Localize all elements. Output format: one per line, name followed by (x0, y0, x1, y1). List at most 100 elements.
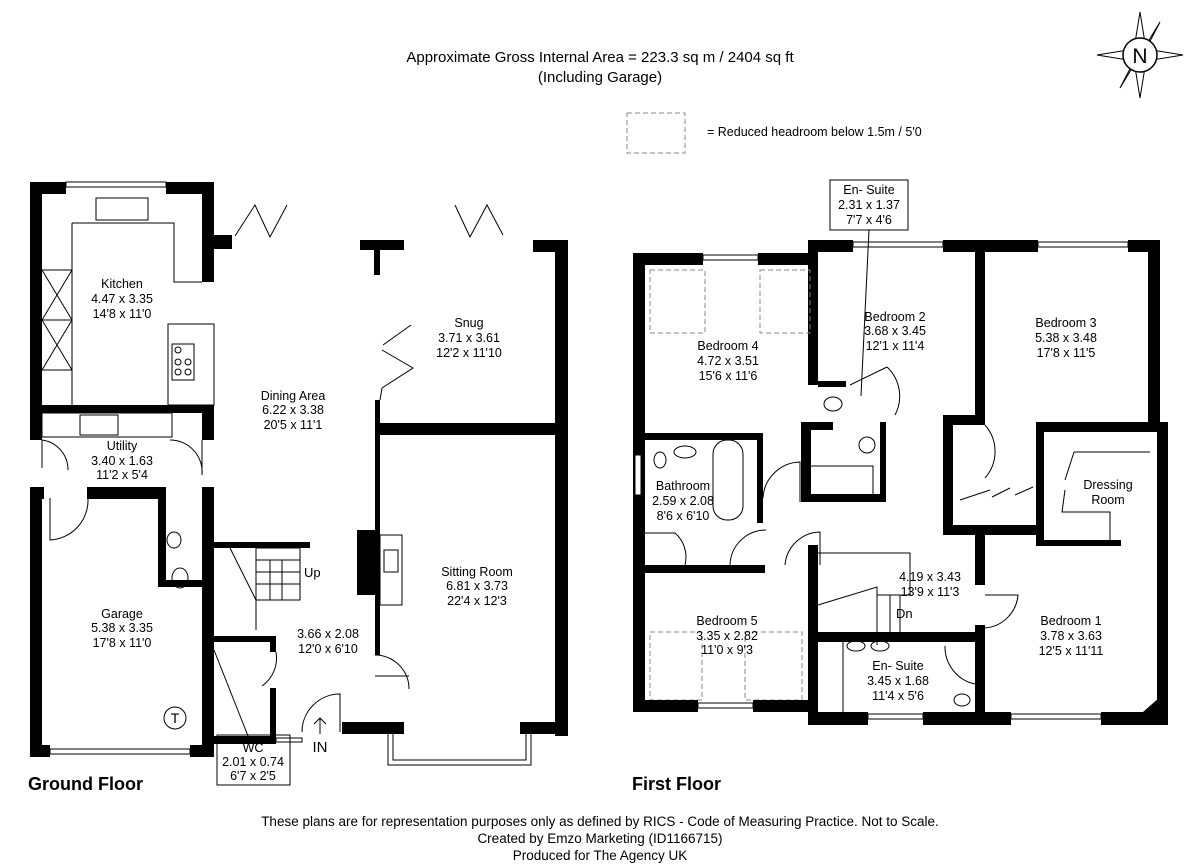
ground-floor-plan: T Up WC 2.01 x 0.74 6'7 x 2'5 IN (30, 181, 568, 786)
room-label-hall: 3.66 x 2.08 12'0 x 6'10 (297, 627, 359, 656)
basin-icon (858, 436, 876, 454)
reduced-headroom-legend-swatch (626, 112, 686, 154)
svg-text:17'8 x 11'0: 17'8 x 11'0 (93, 636, 152, 650)
svg-text:13'9 x 11'3: 13'9 x 11'3 (901, 585, 960, 599)
svg-text:3.35 x 2.82: 3.35 x 2.82 (696, 629, 758, 643)
room-label-snug: Snug 3.71 x 3.61 12'2 x 11'10 (436, 316, 502, 360)
first-floor-plan: En- Suite 2.31 x 1.37 7'7 x 4'6 Dressing… (633, 179, 1168, 725)
svg-text:Garage: Garage (101, 607, 143, 621)
room-name: WC (243, 741, 264, 755)
room-label-bedroom-4: Bedroom 4 4.72 x 3.51 15'6 x 11'6 (697, 339, 759, 383)
svg-text:6.22 x 3.38: 6.22 x 3.38 (262, 403, 324, 417)
svg-text:4.72 x 3.51: 4.72 x 3.51 (697, 354, 759, 368)
svg-text:Bedroom 2: Bedroom 2 (864, 310, 925, 324)
svg-text:12'5 x 11'11: 12'5 x 11'11 (1039, 644, 1104, 658)
stairs-up-label: Up (304, 565, 321, 580)
svg-text:6.81 x 3.73: 6.81 x 3.73 (446, 579, 508, 593)
room-imperial: 6'7 x 2'5 (230, 769, 276, 783)
room-label-garage: Garage 5.38 x 3.35 17'8 x 11'0 (91, 607, 153, 650)
svg-text:3.66 x 2.08: 3.66 x 2.08 (297, 627, 359, 641)
svg-text:Bathroom: Bathroom (656, 479, 710, 493)
svg-text:8'6 x 6'10: 8'6 x 6'10 (657, 509, 710, 523)
svg-text:14'8 x 11'0: 14'8 x 11'0 (93, 307, 152, 321)
svg-text:Sitting Room: Sitting Room (441, 565, 513, 579)
utility-sink-icon (79, 414, 119, 436)
svg-text:12'0 x 6'10: 12'0 x 6'10 (298, 642, 358, 656)
toilet-icon (823, 396, 843, 412)
gross-area-text: Approximate Gross Internal Area = 223.3 … (406, 49, 794, 66)
toilet-icon (171, 567, 189, 589)
room-imperial: 7'7 x 4'6 (846, 213, 892, 227)
svg-text:12'1 x 11'4: 12'1 x 11'4 (866, 339, 925, 353)
svg-text:12'2 x 11'10: 12'2 x 11'10 (436, 346, 502, 360)
room-label-bedroom-3: Bedroom 3 5.38 x 3.48 17'8 x 11'5 (1035, 316, 1097, 360)
creator-text: Created by Emzo Marketing (ID1166715) (477, 831, 722, 846)
entrance-arrow-icon (313, 717, 327, 734)
svg-text:2.59 x 2.08: 2.59 x 2.08 (652, 494, 714, 508)
room-label-bedroom-2: Bedroom 2 3.68 x 3.45 12'1 x 11'4 (864, 310, 926, 353)
room-label-dressing-room: Dressing Room (1083, 478, 1132, 507)
svg-text:5.38 x 3.35: 5.38 x 3.35 (91, 621, 153, 635)
reduced-headroom-legend: = Reduced headroom below 1.5m / 5'0 (707, 125, 922, 139)
svg-text:Snug: Snug (454, 316, 483, 330)
svg-text:4.19 x 3.43: 4.19 x 3.43 (899, 570, 961, 584)
svg-text:Dressing: Dressing (1083, 478, 1132, 492)
bath-icon (712, 439, 744, 521)
entrance-label: IN (313, 739, 328, 756)
svg-text:5.38 x 3.48: 5.38 x 3.48 (1035, 331, 1097, 345)
first-floor-title: First Floor (632, 774, 721, 794)
svg-text:En- Suite: En- Suite (872, 659, 923, 673)
svg-text:20'5 x 11'1: 20'5 x 11'1 (264, 418, 323, 432)
room-label-en-suite-1: En- Suite 3.45 x 1.68 11'4 x 5'6 (867, 659, 929, 703)
svg-text:Bedroom 5: Bedroom 5 (696, 614, 757, 628)
svg-text:17'8 x 11'5: 17'8 x 11'5 (1037, 346, 1096, 360)
svg-text:Bedroom 1: Bedroom 1 (1040, 614, 1101, 628)
room-label-landing: 4.19 x 3.43 13'9 x 11'3 (899, 570, 961, 599)
basin-icon (846, 640, 866, 652)
ground-floor-title: Ground Floor (28, 774, 143, 794)
north-compass-icon: N (1096, 11, 1184, 99)
svg-text:22'4 x 12'3: 22'4 x 12'3 (447, 594, 507, 608)
kitchen-sink-icon (95, 197, 149, 221)
room-label-bedroom-5: Bedroom 5 3.35 x 2.82 11'0 x 9'3 (696, 614, 758, 657)
svg-text:Room: Room (1091, 493, 1124, 507)
fireplace-icon (383, 549, 399, 573)
disclaimer-text: These plans are for representation purpo… (261, 814, 939, 829)
room-label-dining-area: Dining Area 6.22 x 3.38 20'5 x 11'1 (261, 389, 326, 432)
room-label-bathroom: Bathroom 2.59 x 2.08 8'6 x 6'10 (652, 479, 714, 523)
room-name: En- Suite (843, 183, 894, 197)
basin-icon (166, 531, 182, 549)
hob-icon (171, 343, 195, 381)
svg-text:Bedroom 4: Bedroom 4 (697, 339, 758, 353)
svg-text:Dining Area: Dining Area (261, 389, 326, 403)
svg-text:11'0 x 9'3: 11'0 x 9'3 (701, 643, 753, 657)
compass-n-label: N (1132, 45, 1147, 68)
garage-note: (Including Garage) (538, 69, 662, 86)
svg-text:3.78 x 3.63: 3.78 x 3.63 (1040, 629, 1102, 643)
boiler-label: T (171, 710, 180, 726)
svg-text:Kitchen: Kitchen (101, 277, 143, 291)
room-label-sitting-room: Sitting Room 6.81 x 3.73 22'4 x 12'3 (441, 565, 513, 608)
bifold-door (454, 203, 504, 239)
room-metric: 2.31 x 1.37 (838, 198, 900, 212)
svg-text:4.47 x 3.35: 4.47 x 3.35 (91, 292, 153, 306)
svg-text:3.71 x 3.61: 3.71 x 3.61 (438, 331, 500, 345)
svg-text:Bedroom 3: Bedroom 3 (1035, 316, 1096, 330)
svg-text:11'4 x 5'6: 11'4 x 5'6 (872, 689, 924, 703)
svg-text:3.45 x 1.68: 3.45 x 1.68 (867, 674, 929, 688)
room-label-utility: Utility 3.40 x 1.63 11'2 x 5'4 (91, 439, 153, 482)
svg-text:11'2 x 5'4: 11'2 x 5'4 (96, 468, 148, 482)
room-metric: 2.01 x 0.74 (222, 755, 284, 769)
svg-text:3.40 x 1.63: 3.40 x 1.63 (91, 454, 153, 468)
room-label-kitchen: Kitchen 4.47 x 3.35 14'8 x 11'0 (91, 277, 153, 321)
stairs-down-label: Dn (896, 606, 913, 621)
toilet-icon (653, 451, 667, 469)
room-label-bedroom-1: Bedroom 1 3.78 x 3.63 12'5 x 11'11 (1039, 614, 1104, 658)
svg-text:15'6 x 11'6: 15'6 x 11'6 (699, 369, 758, 383)
produced-for-text: Produced for The Agency UK (513, 848, 688, 863)
toilet-icon (953, 693, 971, 707)
basin-icon (673, 445, 697, 459)
bifold-door (234, 203, 288, 239)
svg-text:Utility: Utility (107, 439, 138, 453)
